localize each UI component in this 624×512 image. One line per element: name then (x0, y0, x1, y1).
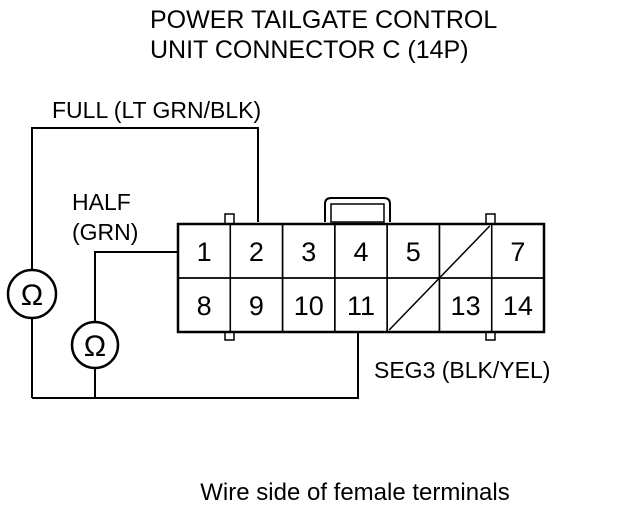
ohm-symbol: Ω (21, 279, 43, 312)
connector-14p: 1 2 3 4 5 7 8 9 10 11 13 14 (176, 197, 546, 341)
return-wire (32, 332, 359, 399)
ohmmeter-full: Ω (6, 268, 58, 320)
half-wire (94, 251, 178, 322)
terminal-number: 7 (510, 237, 525, 267)
terminal-cell (490, 277, 545, 333)
seg3-wire-label: SEG3 (BLK/YEL) (374, 357, 550, 383)
terminal-number: 14 (503, 291, 533, 321)
wiring (31, 127, 359, 399)
title-line-2: UNIT CONNECTOR C (14P) (150, 36, 469, 64)
guide-key (485, 213, 496, 225)
terminal-number: 5 (406, 237, 421, 267)
unused-cavity-slash (388, 225, 491, 331)
half-wire-label-1: HALF (72, 189, 131, 215)
terminal-number: 9 (249, 291, 264, 321)
terminal-number: 4 (353, 237, 368, 267)
terminal-number: 11 (347, 291, 375, 321)
lock-tab-inner (330, 203, 385, 223)
terminal-number: 2 (249, 237, 264, 267)
full-wire (31, 127, 259, 270)
full-wire-label: FULL (LT GRN/BLK) (52, 97, 261, 123)
title-line-1: POWER TAILGATE CONTROL (150, 6, 497, 34)
terminal-number: 10 (294, 291, 324, 321)
terminal-number: 1 (197, 237, 212, 267)
ohmmeter-half: Ω (70, 320, 120, 370)
connector-cells: 1 2 3 4 5 7 8 9 10 11 13 14 (177, 223, 545, 333)
terminal-number: 13 (451, 291, 481, 321)
terminal-number: 3 (301, 237, 316, 267)
ohmmeter-icon (70, 320, 120, 370)
terminal-number: 8 (197, 291, 212, 321)
ohm-symbol: Ω (84, 330, 106, 363)
half-wire-label-2: (GRN) (72, 219, 138, 245)
caption: Wire side of female terminals (200, 479, 509, 506)
guide-key (224, 213, 235, 225)
ohmmeter-icon (6, 268, 58, 320)
